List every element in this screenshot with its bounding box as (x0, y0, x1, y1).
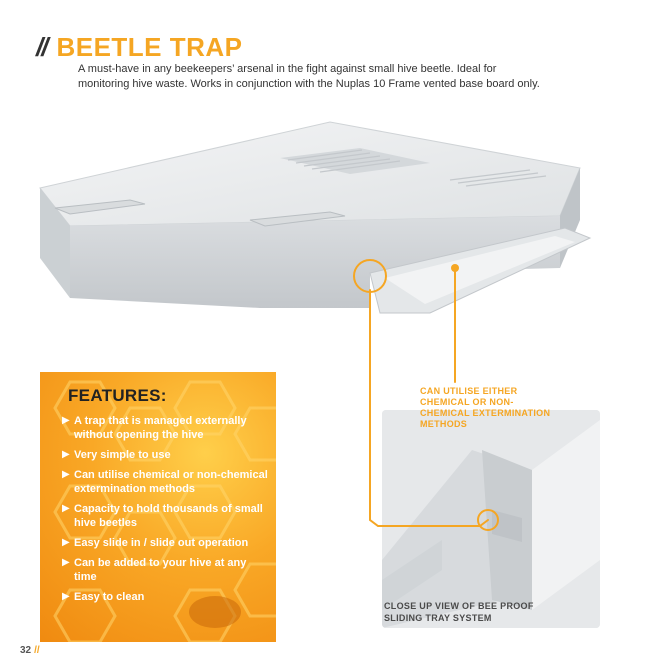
beetle-trap-product-image (39, 121, 592, 314)
features-list: ▶A trap that is managed externally witho… (62, 414, 272, 610)
list-item: ▶Can be added to your hive at any time (62, 557, 247, 583)
list-item: ▶Easy to clean (62, 591, 145, 603)
page-title: BEETLE TRAP (56, 32, 243, 62)
triangle-bullet-icon: ▶ (62, 415, 70, 426)
triangle-bullet-icon: ▶ (62, 557, 70, 568)
title-slashes: // (36, 32, 49, 62)
triangle-bullet-icon: ▶ (62, 469, 70, 480)
page-title-row: // BEETLE TRAP (36, 32, 243, 63)
chemical-callout: CAN UTILISE EITHER CHEMICAL OR NON-CHEMI… (420, 386, 551, 429)
page-number: 32// (20, 645, 40, 656)
triangle-bullet-icon: ▶ (62, 591, 70, 602)
triangle-bullet-icon: ▶ (62, 537, 70, 548)
features-panel: FEATURES: ▶A trap that is managed extern… (40, 372, 276, 642)
intro-paragraph: A must-have in any beekeepers’ arsenal i… (78, 63, 540, 90)
triangle-bullet-icon: ▶ (62, 449, 70, 460)
closeup-caption: CLOSE UP VIEW OF BEE PROOF SLIDING TRAY … (384, 601, 534, 623)
closeup-tray-illustration (382, 410, 600, 628)
list-item: ▶Very simple to use (62, 449, 171, 461)
list-item: ▶A trap that is managed externally witho… (62, 415, 247, 441)
closeup-image (382, 410, 600, 628)
honeycomb-background (53, 380, 276, 642)
list-item: ▶Can utilise chemical or non-chemical ex… (62, 469, 268, 495)
list-item: ▶Easy slide in / slide out operation (62, 537, 249, 549)
triangle-bullet-icon: ▶ (62, 503, 70, 514)
features-heading: FEATURES: (68, 386, 167, 405)
list-item: ▶Capacity to hold thousands of small hiv… (62, 503, 263, 529)
